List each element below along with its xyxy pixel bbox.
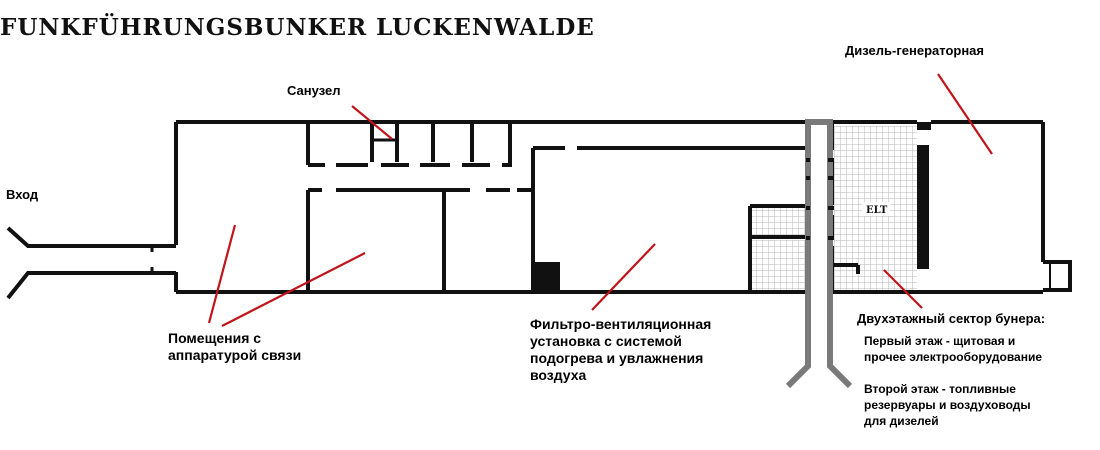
diesel-wall-top [917,122,931,130]
vertical-corridor [785,119,853,389]
walls [6,120,1072,300]
pointer-diesel [937,73,993,155]
diesel-room-label: Дизель-генераторная [845,43,984,58]
corridor-doors [806,158,834,240]
elt-label-bg [862,202,890,216]
pointer-comm-left [207,224,237,324]
comm-rooms-line-1: Помещения с [168,330,262,346]
restroom-label: Санузел [287,83,341,98]
corridor-right-wall [827,122,853,389]
first-floor-label: Первый этаж - щитовая и прочее электрооб… [864,333,1042,365]
first-floor-line-1: Первый этаж - щитовая и [864,334,1016,348]
pointer-filter [591,243,656,311]
pointers [207,73,993,327]
corridor-left-wall [785,122,811,389]
filter-vent-line-2: установка с системой [530,333,682,349]
second-floor-line-3: для дизелей [864,414,939,428]
vent-block [535,262,560,290]
filter-vent-line-3: подогрева и увлажнения [530,350,704,366]
filter-vent-line-1: Фильтро-вентиляционная [530,316,712,332]
pointer-sector [883,269,923,309]
second-floor-label: Второй этаж - топливные резервуары и воз… [864,381,1031,429]
small-room-grid-upper [750,208,808,236]
second-floor-line-2: резервуары и воздуховоды [864,398,1031,412]
first-floor-line-2: прочее электрооборудование [864,350,1043,364]
filter-vent-line-4: воздуха [530,367,587,383]
comm-rooms-label: Помещения с аппаратурой связи [168,330,301,364]
annex [1043,260,1072,292]
comm-rooms-line-2: аппаратурой связи [168,347,302,363]
elt-label: ELT [866,205,888,216]
pointer-comm-right [221,252,366,327]
entrance-wall-top [6,226,176,248]
page-title: FUNKFÜHRUNGSBUNKER LUCKENWALDE [0,14,595,41]
second-floor-line-1: Второй этаж - топливные [864,382,1016,396]
pointer-restroom [351,105,393,140]
entrance-wall-bottom [6,271,176,300]
two-floor-sector-title: Двухэтажный сектор бунера: [857,311,1046,326]
small-room-grid [750,240,808,292]
filter-vent-label: Фильтро-вентиляционная установка с систе… [530,316,711,384]
entrance-label: Вход [6,187,39,202]
diesel-wall-block [917,145,929,269]
